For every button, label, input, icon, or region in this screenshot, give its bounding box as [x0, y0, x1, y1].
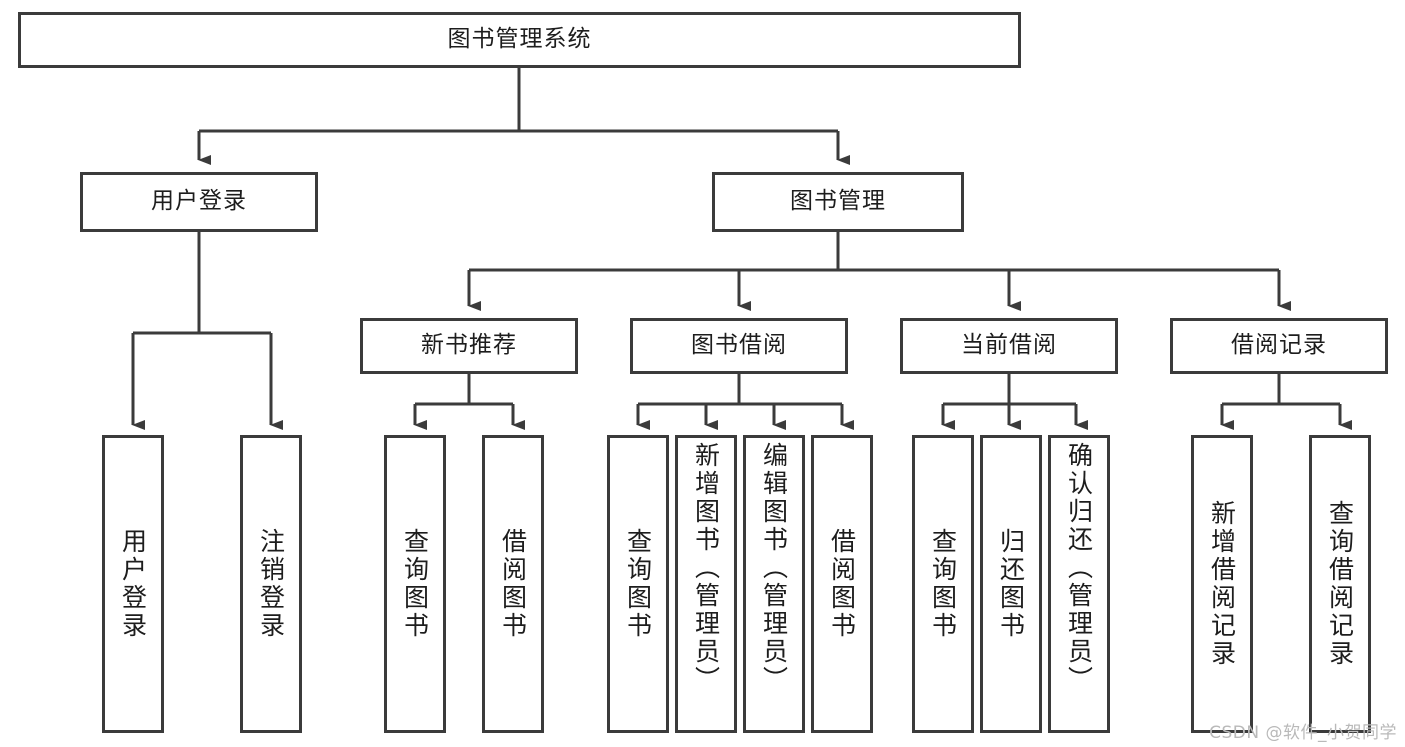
node-root-label: 图书管理系统	[447, 26, 592, 53]
node-leaf-query-borrow-record-label: 查询借阅记录	[1325, 500, 1355, 668]
node-leaf-user-login-label: 用户登录	[118, 528, 148, 640]
node-leaf-add-borrow-record-label: 新增借阅记录	[1207, 500, 1237, 668]
node-leaf-borrow-book-2[interactable]: 借阅图书	[811, 435, 873, 733]
node-leaf-query-book-2-label: 查询图书	[623, 528, 653, 640]
node-leaf-add-borrow-record[interactable]: 新增借阅记录	[1191, 435, 1253, 733]
node-leaf-query-book-1[interactable]: 查询图书	[384, 435, 446, 733]
node-root[interactable]: 图书管理系统	[18, 12, 1021, 68]
node-leaf-return-book-label: 归还图书	[996, 528, 1026, 640]
node-book-borrow-label: 图书借阅	[691, 332, 787, 359]
node-leaf-edit-book-admin-label: 编辑图书（管理员）	[759, 442, 789, 694]
node-leaf-query-borrow-record[interactable]: 查询借阅记录	[1309, 435, 1371, 733]
node-new-book-recommend-label: 新书推荐	[421, 332, 517, 359]
node-leaf-confirm-return-admin-label: 确认归还（管理员）	[1064, 442, 1094, 694]
watermark-text: CSDN @软件_小贺同学	[1209, 723, 1397, 743]
node-book-management[interactable]: 图书管理	[712, 172, 964, 232]
node-leaf-borrow-book-1[interactable]: 借阅图书	[482, 435, 544, 733]
node-book-management-label: 图书管理	[790, 188, 886, 215]
node-leaf-add-book-admin-label: 新增图书（管理员）	[691, 442, 721, 694]
node-leaf-user-login[interactable]: 用户登录	[102, 435, 164, 733]
node-user-login-label: 用户登录	[151, 188, 247, 215]
node-leaf-query-book-1-label: 查询图书	[400, 528, 430, 640]
node-leaf-logout-login-label: 注销登录	[256, 528, 286, 640]
node-borrow-record[interactable]: 借阅记录	[1170, 318, 1388, 374]
node-leaf-query-book-3-label: 查询图书	[928, 528, 958, 640]
node-leaf-edit-book-admin[interactable]: 编辑图书（管理员）	[743, 435, 805, 733]
node-leaf-confirm-return-admin[interactable]: 确认归还（管理员）	[1048, 435, 1110, 733]
node-current-borrow-label: 当前借阅	[961, 332, 1057, 359]
node-borrow-record-label: 借阅记录	[1231, 332, 1327, 359]
node-new-book-recommend[interactable]: 新书推荐	[360, 318, 578, 374]
node-leaf-return-book[interactable]: 归还图书	[980, 435, 1042, 733]
node-current-borrow[interactable]: 当前借阅	[900, 318, 1118, 374]
node-user-login[interactable]: 用户登录	[80, 172, 318, 232]
node-book-borrow[interactable]: 图书借阅	[630, 318, 848, 374]
node-leaf-borrow-book-1-label: 借阅图书	[498, 528, 528, 640]
node-leaf-borrow-book-2-label: 借阅图书	[827, 528, 857, 640]
node-leaf-logout-login[interactable]: 注销登录	[240, 435, 302, 733]
node-leaf-query-book-3[interactable]: 查询图书	[912, 435, 974, 733]
node-leaf-query-book-2[interactable]: 查询图书	[607, 435, 669, 733]
node-leaf-add-book-admin[interactable]: 新增图书（管理员）	[675, 435, 737, 733]
